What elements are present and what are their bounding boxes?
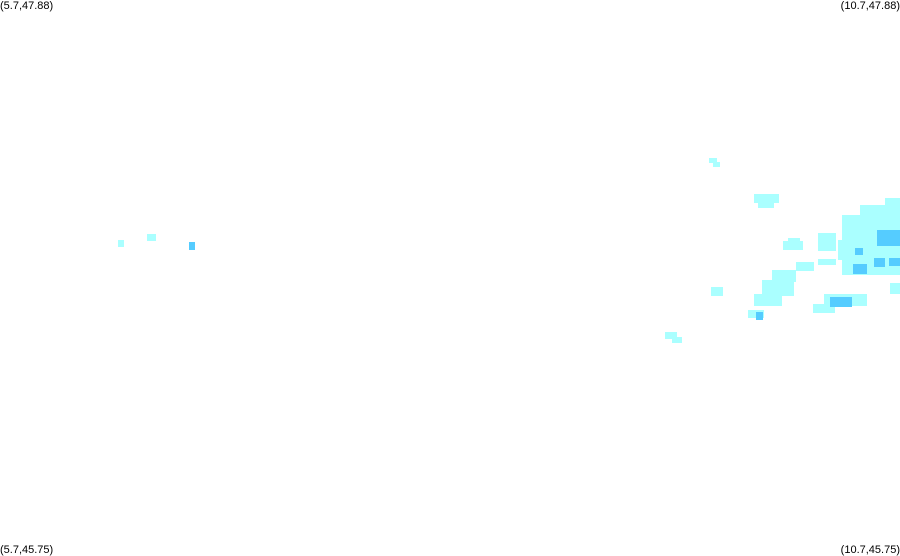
- precip-cell-medium: [855, 248, 863, 255]
- corner-coordinate-bottom-left: (5.7,45.75): [0, 544, 54, 556]
- precip-cell-medium: [853, 264, 867, 274]
- precip-cell-light: [783, 241, 803, 250]
- precip-cell-light: [754, 294, 782, 306]
- precip-cell-light: [813, 304, 835, 313]
- precip-cell-light: [665, 332, 677, 339]
- precip-cell-light: [818, 233, 836, 251]
- precip-cells-west: [118, 234, 195, 250]
- precip-cell-light: [713, 162, 720, 167]
- precip-cell-medium: [830, 297, 852, 307]
- corner-coordinate-bottom-right: (10.7,45.75): [840, 544, 900, 556]
- precip-cell-light: [885, 198, 900, 206]
- precip-cell-light: [796, 262, 814, 271]
- corner-coordinate-top-left: (5.7,47.88): [0, 0, 54, 12]
- precip-cell-light: [758, 202, 774, 208]
- corner-coordinate-top-right: (10.7,47.88): [840, 0, 900, 12]
- precip-cell-medium: [189, 242, 195, 250]
- precip-cell-light: [890, 283, 900, 294]
- precip-cell-light: [754, 194, 779, 203]
- precip-cell-medium: [889, 258, 900, 266]
- precip-cell-light: [860, 205, 900, 217]
- precip-cell-light: [711, 287, 723, 296]
- precip-cell-light: [147, 234, 156, 241]
- precip-cell-light: [709, 158, 717, 163]
- precip-cells-east: [665, 158, 900, 343]
- precip-cell-medium: [756, 312, 763, 320]
- precip-cell-light: [672, 337, 682, 343]
- precip-cell-medium: [877, 230, 900, 246]
- precip-cell-medium: [874, 258, 885, 267]
- precip-cell-light: [788, 238, 800, 242]
- precip-cell-light: [762, 280, 794, 296]
- precip-cell-light: [838, 240, 848, 260]
- precip-cell-light: [818, 259, 836, 265]
- precip-cell-light: [118, 240, 124, 247]
- precip-cell-light: [772, 270, 796, 282]
